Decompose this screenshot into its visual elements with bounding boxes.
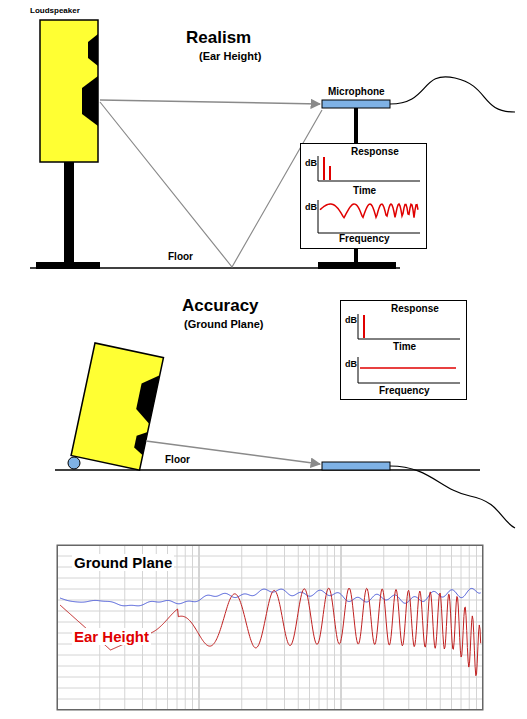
axis-title: Time	[353, 185, 376, 197]
part-label: Microphone	[328, 86, 385, 98]
direct-sound	[100, 100, 320, 104]
axis	[358, 339, 460, 340]
loudspeaker-box	[40, 20, 98, 162]
panel-title: Realism	[186, 28, 251, 48]
woofer	[82, 76, 98, 126]
floor-label: Floor	[168, 251, 193, 263]
axis	[318, 181, 420, 182]
axis-title: Time	[393, 341, 416, 353]
floor-reflection	[100, 102, 322, 267]
tweeter	[88, 34, 98, 66]
axis	[358, 357, 359, 383]
response-inset: Response dB Time dB Frequency	[340, 300, 467, 400]
axis-unit: dB	[345, 359, 357, 369]
axis-title: Frequency	[339, 233, 390, 245]
speaker-stand	[64, 162, 74, 262]
axis	[318, 200, 319, 233]
axis	[318, 156, 319, 181]
chart-frame	[57, 545, 483, 710]
wheel	[68, 457, 80, 469]
microphone	[322, 100, 390, 108]
ear-height-curve	[60, 588, 481, 676]
mic-cable	[390, 466, 515, 528]
part-label: Loudspeaker	[30, 6, 80, 15]
panel-subtitle: (Ground Plane)	[184, 318, 263, 331]
tilted-loudspeaker	[71, 343, 163, 470]
axis-unit: dB	[305, 158, 317, 168]
microphone	[322, 462, 390, 470]
flat-response	[360, 367, 456, 369]
axis	[358, 383, 460, 384]
response-inset: Response dB Time dB Frequency	[300, 143, 427, 249]
axis-title: Response	[351, 146, 399, 158]
axis-unit: dB	[345, 315, 357, 325]
panel-title: Accuracy	[182, 296, 259, 316]
axis-title: Response	[391, 303, 439, 315]
chart-grid	[57, 545, 483, 710]
impulse	[363, 315, 365, 338]
curve-label: Ear Height	[72, 628, 151, 645]
impulse	[323, 157, 325, 180]
axis	[358, 314, 359, 339]
curve-label: Ground Plane	[72, 554, 174, 571]
panel-subtitle: (Ear Height)	[199, 50, 261, 63]
mic-cable	[390, 77, 515, 112]
axis-title: Frequency	[379, 385, 430, 397]
mic-base	[318, 262, 396, 269]
stand-base	[36, 262, 100, 269]
impulse	[329, 166, 331, 180]
inset-ground	[340, 300, 467, 400]
floor-label: Floor	[165, 454, 190, 466]
axis-unit: dB	[305, 202, 317, 212]
frequency-response	[320, 204, 418, 218]
chart-panel: Ground PlaneEar Height	[57, 545, 483, 710]
inset-ground	[300, 143, 427, 249]
